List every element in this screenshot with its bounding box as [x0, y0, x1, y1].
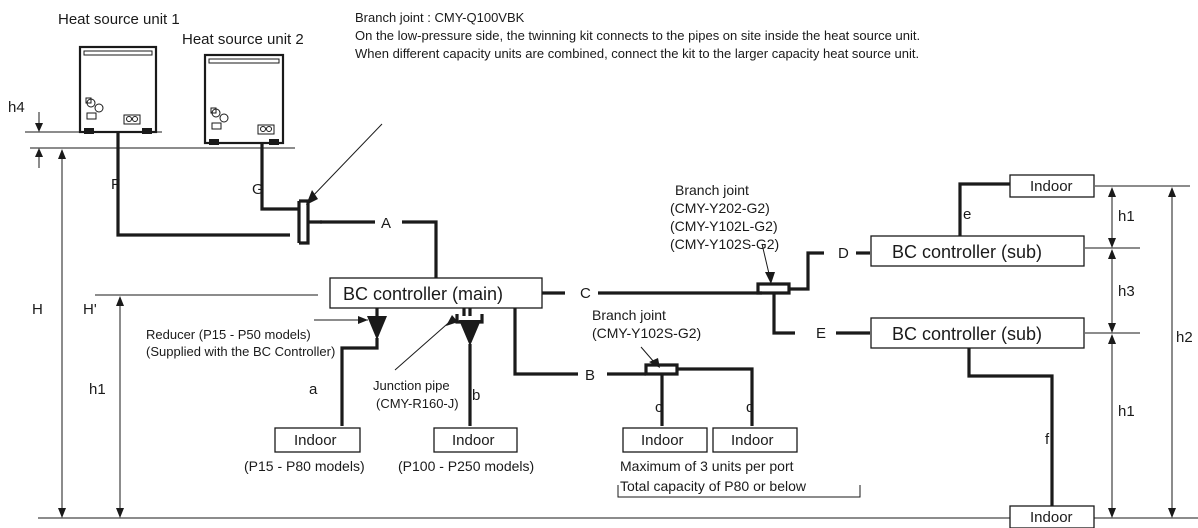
indoor-a-label: Indoor [294, 432, 337, 449]
bc-sub-2-label: BC controller (sub) [892, 324, 1042, 344]
indoor-unit-f: Indoor [1009, 505, 1095, 528]
branch-joint-mid-title: Branch joint [592, 307, 666, 323]
pipe-f: f [967, 348, 1054, 506]
label-h2: h2 [1176, 329, 1193, 346]
port-note: Maximum of 3 units per port Total capaci… [617, 458, 861, 498]
branch-joint-right-model-3: (CMY-Y102S-G2) [670, 236, 779, 252]
label-h1-right-top: h1 [1118, 208, 1135, 225]
branch-joint-mid: Branch joint (CMY-Y102S-G2) [592, 307, 754, 426]
junction-pipe-line-2: (CMY-R160-J) [376, 396, 459, 411]
dimension-H-prime: H' h1 [83, 296, 124, 518]
label-H: H [32, 301, 43, 318]
port-note-line-2: Total capacity of P80 or below [620, 478, 807, 494]
pipe-D: D [838, 245, 870, 262]
branch-joint-right: Branch joint (CMY-Y202-G2) (CMY-Y102L-G2… [670, 182, 824, 335]
note-line-1: Branch joint : CMY-Q100VBK [355, 10, 525, 25]
pipe-label-G: G [252, 181, 264, 198]
branch-joint-right-model-2: (CMY-Y102L-G2) [670, 218, 778, 234]
bc-controller-main: BC controller (main) [329, 277, 543, 309]
label-h3: h3 [1118, 283, 1135, 300]
indoor-unit-a: Indoor (P15 - P80 models) [244, 427, 365, 474]
indoor-b-label: Indoor [452, 432, 495, 449]
branch-joint-right-model-1: (CMY-Y202-G2) [670, 200, 770, 216]
reducer-line-2: (Supplied with the BC Controller) [146, 344, 335, 359]
pipe-label-F: F [111, 176, 120, 193]
label-h1-right-bottom: h1 [1118, 403, 1135, 420]
indoor-b-note: (P100 - P250 models) [398, 458, 534, 474]
indoor-unit-e: Indoor [1009, 174, 1095, 198]
port-note-line-1: Maximum of 3 units per port [620, 458, 794, 474]
dimension-h2: h2 [1168, 187, 1193, 518]
pipe-C: C [542, 285, 762, 302]
pipe-A: A [320, 215, 438, 278]
pipe-label-e: e [963, 206, 971, 223]
pipe-label-E: E [816, 325, 826, 342]
pipe-label-a: a [309, 381, 318, 398]
indoor-c-label: Indoor [641, 432, 684, 449]
pipe-label-C: C [580, 285, 591, 302]
indoor-unit-c: Indoor [622, 427, 708, 453]
dimension-h4: h4 [8, 99, 43, 168]
pipe-E: E [816, 325, 870, 342]
reference-lines [25, 131, 1198, 519]
pipe-label-A: A [381, 215, 391, 232]
dimension-h3: h3 [1108, 249, 1135, 333]
indoor-unit-d: Indoor [712, 427, 798, 453]
label-h4: h4 [8, 99, 25, 116]
pipe-e: e [958, 182, 1010, 236]
bc-sub-1-label: BC controller (sub) [892, 242, 1042, 262]
unit-2-valves [210, 107, 275, 135]
note-line-2: On the low-pressure side, the twinning k… [355, 28, 920, 43]
dimension-h1-right-bottom: h1 [1108, 334, 1135, 518]
twinning-joint [285, 123, 383, 245]
note-line-3: When different capacity units are combin… [355, 46, 919, 61]
heat-source-unit-1 [78, 45, 158, 134]
pipe-label-b: b [472, 387, 480, 404]
label-h1-left: h1 [89, 381, 106, 398]
label-H-prime: H' [83, 301, 97, 318]
bc-controller-sub-2: BC controller (sub) [870, 317, 1085, 349]
reducer: Reducer (P15 - P50 models) (Supplied wit… [146, 308, 387, 426]
junction-pipe-line-1: Junction pipe [373, 378, 450, 393]
pipe-F: F [111, 132, 290, 237]
pipe-G: G [252, 143, 285, 211]
indoor-d-label: Indoor [731, 432, 774, 449]
indoor-e-label: Indoor [1030, 178, 1073, 195]
heat-source-unit-2-label: Heat source unit 2 [182, 31, 304, 48]
branch-joint-mid-model: (CMY-Y102S-G2) [592, 325, 701, 341]
pipe-B: B [513, 308, 646, 384]
unit-1-valves [85, 97, 141, 125]
reducer-line-1: Reducer (P15 - P50 models) [146, 327, 311, 342]
bc-controller-sub-1: BC controller (sub) [870, 235, 1085, 267]
heat-source-unit-2 [203, 53, 285, 145]
pipe-label-d: d [746, 399, 754, 416]
dimension-H: H [32, 149, 66, 518]
heat-source-unit-1-label: Heat source unit 1 [58, 11, 180, 28]
dimension-h1-right-top: h1 [1108, 187, 1135, 248]
pipe-label-D: D [838, 245, 849, 262]
pipe-label-B: B [585, 367, 595, 384]
indoor-unit-b: Indoor (P100 - P250 models) [398, 427, 534, 474]
indoor-f-label: Indoor [1030, 509, 1073, 526]
indoor-a-note: (P15 - P80 models) [244, 458, 365, 474]
branch-joint-right-title: Branch joint [675, 182, 749, 198]
bc-main-label: BC controller (main) [343, 284, 503, 304]
pipe-label-c: c [655, 399, 663, 416]
junction-pipe: Junction pipe (CMY-R160-J) [373, 308, 484, 426]
pipe-label-f: f [1045, 431, 1050, 448]
